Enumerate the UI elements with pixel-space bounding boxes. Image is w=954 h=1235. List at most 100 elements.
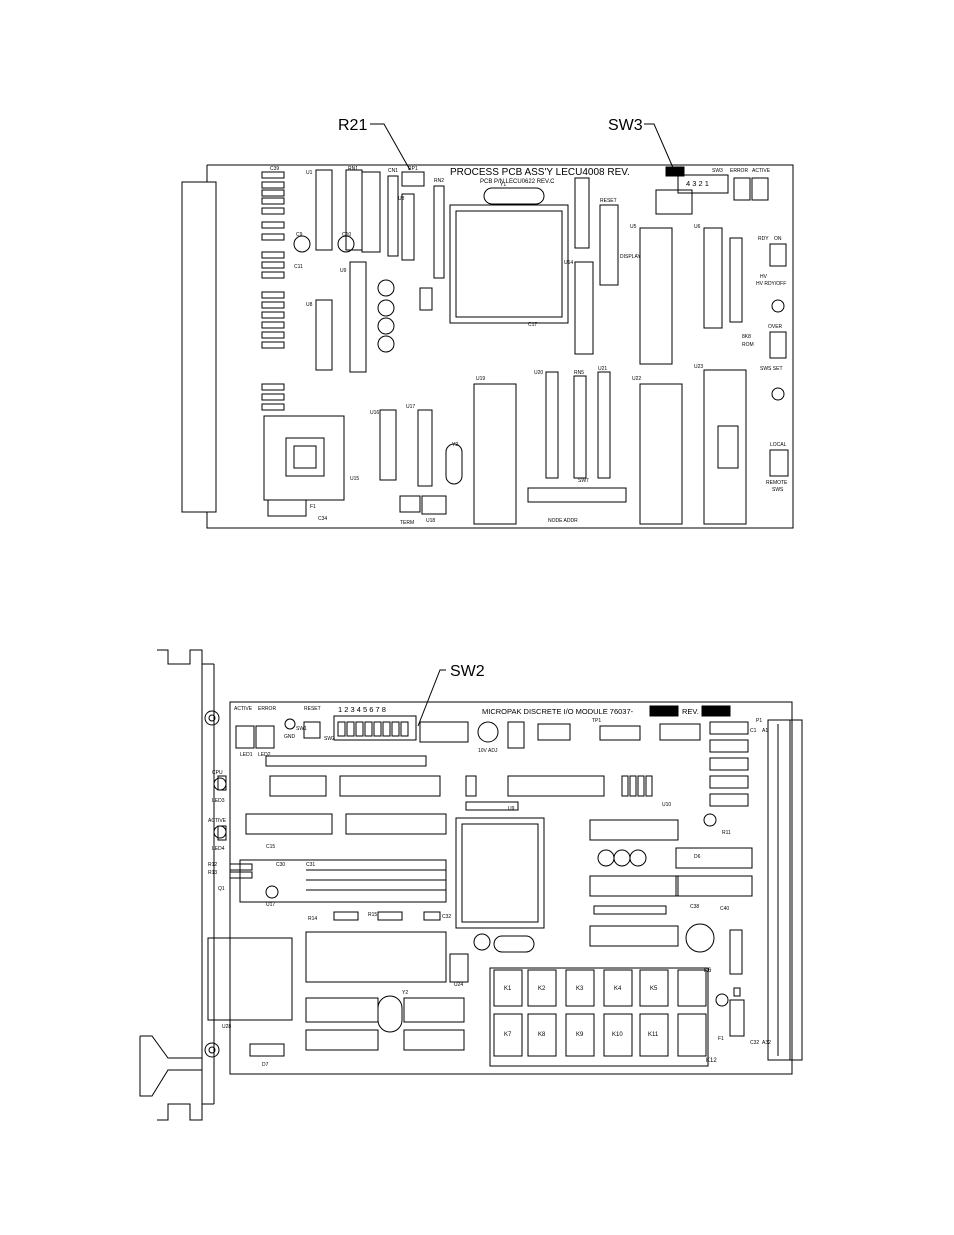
board1-chip-u8 <box>315 299 333 371</box>
board1-chip-u23 <box>703 369 747 525</box>
board2-fuse-f1 <box>729 999 745 1037</box>
board1-rdy-label: RDY <box>758 236 769 242</box>
board1-reset-label: RESET <box>600 198 617 204</box>
relay-k2 <box>527 969 557 1007</box>
board1-sw3-text: SW3 <box>712 168 723 174</box>
board2-c30-label: C30 <box>276 862 285 868</box>
board1-fuse-f1 <box>267 499 307 517</box>
board2-d6-label: D6 <box>694 854 701 860</box>
board1-rev-box <box>665 166 685 177</box>
board1-chip-u20 <box>545 371 559 479</box>
board1-title: PROCESS PCB ASS'Y LECU4008 REV. <box>450 167 630 178</box>
board1-y2-label: Y2 <box>452 442 458 448</box>
board1-rn2-label: RN2 <box>434 178 444 184</box>
board2-sw2-label: SW2 <box>324 736 335 742</box>
board2-tp1-label: TP1 <box>592 718 601 724</box>
board1-u15-label: U15 <box>350 476 359 482</box>
board2-active2-label: ACTIVE <box>208 818 227 824</box>
board2-c32-label: C32 <box>442 914 451 920</box>
board2-chip-u28 <box>207 937 293 1021</box>
board1-c10-label: C10 <box>342 232 351 238</box>
board2-r14-label: R14 <box>308 916 317 922</box>
board1-over-label: OVER <box>768 324 783 330</box>
board1-hv-rdy-off-label: HV RDY/OFF <box>756 281 786 287</box>
board1-chip-u21 <box>597 371 611 479</box>
board2-reset-label: RESET <box>304 706 321 712</box>
relay-k5-label: K5 <box>650 986 658 992</box>
board2-y2-label: Y2 <box>402 990 408 996</box>
board1-u8b-label: U8 <box>398 196 405 202</box>
board2-sw1-label: SW1 <box>296 726 307 732</box>
callout-sw3: SW3 <box>608 117 675 171</box>
board1-chip-u22 <box>639 383 683 525</box>
board2-gnd-label: GND <box>284 734 296 740</box>
board2-q1-label: Q1 <box>218 886 225 892</box>
board1-c39-label: C39 <box>270 166 279 172</box>
board1-u17-label: U17 <box>406 404 415 410</box>
board1-cap-c10 <box>337 235 355 253</box>
board2-c40-label: C40 <box>720 906 729 912</box>
board2-c38-label: C38 <box>690 904 699 910</box>
board2-u9-label: U9 <box>508 806 515 812</box>
board1-sw7-label: SW7 <box>578 478 589 484</box>
board2-active-label: ACTIVE <box>234 706 253 712</box>
board2-r15-label: R15 <box>368 912 377 918</box>
board2-r12-label: R12 <box>208 862 217 868</box>
board1-chip-u14 <box>574 261 594 355</box>
board2-u17-label: U17 <box>266 902 275 908</box>
board1-u16-label: U16 <box>370 410 379 416</box>
board1-local-label: LOCAL <box>770 442 787 448</box>
board2-led4-label: LED4 <box>212 846 225 852</box>
board2-a32-label: A32 <box>762 1040 771 1046</box>
board1-u19-label: U19 <box>476 376 485 382</box>
board1-rp1-label: RP1 <box>408 166 418 172</box>
board2-u24-label: U24 <box>454 982 463 988</box>
relay-k5 <box>639 969 669 1007</box>
relay-k9 <box>565 1013 595 1057</box>
board1-on-label: ON <box>774 236 782 242</box>
relay-k6 <box>677 969 707 1007</box>
board1-y1-label: Y1 <box>500 182 506 188</box>
board1-c34-label: C34 <box>318 516 327 522</box>
board2-c31-label: C31 <box>306 862 315 868</box>
board1-crystal-y1 <box>483 187 545 205</box>
relay-k7-label: K7 <box>504 1032 512 1038</box>
board1-chip-u1 <box>315 169 333 251</box>
relay-k9-label: K9 <box>576 1032 584 1038</box>
relay-k4 <box>603 969 633 1007</box>
board2-edge-connector <box>767 719 791 1061</box>
board1-rn1-label: RN1 <box>348 166 358 172</box>
board1-u5-label: U5 <box>630 224 637 230</box>
relay-k10 <box>603 1013 633 1057</box>
board2-f1-label: F1 <box>718 1036 724 1042</box>
board1-cpu-chip <box>449 204 569 324</box>
board2-u28-label: U28 <box>222 1024 231 1030</box>
board2-front-panel <box>157 649 203 1121</box>
board1-u14-label: U14 <box>564 260 573 266</box>
board2-led1-label: LED1 <box>240 752 253 758</box>
board1-active-label: ACTIVE <box>752 168 771 174</box>
board1-u23-label: U23 <box>694 364 703 370</box>
board2-adj-label: 10V ADJ <box>478 748 498 754</box>
board1-sws-label: SWS <box>772 487 784 493</box>
board1-resistor-column: C39 <box>261 166 285 411</box>
callout-sw2-label: SW2 <box>450 663 485 680</box>
board2-c1-label: C1 <box>750 728 757 734</box>
board1-remote-label: REMOTE <box>766 480 788 486</box>
board1-rom-label: ROM <box>742 342 754 348</box>
relay-k2-label: K2 <box>538 986 546 992</box>
callout-sw2: SW2 <box>417 663 485 727</box>
board2-u10-label: U10 <box>662 802 671 808</box>
board2-error-label: ERROR <box>258 706 276 712</box>
board1-outline <box>181 164 794 529</box>
board2-cpu-qfp <box>455 817 545 929</box>
board2-cpu-label: CPU <box>212 770 223 776</box>
board2-led2-label: LED2 <box>258 752 271 758</box>
board2-crystal-y2 <box>377 995 403 1033</box>
board1-node-addr-switch <box>527 487 627 503</box>
board2-cap-c40 <box>685 923 715 953</box>
board1-c11-label: C11 <box>294 264 303 270</box>
board1-u20-label: U20 <box>534 370 543 376</box>
board2-relay-block: K1 K2 K3 K4 K5 K6 K7 K8 K9 K10 K11 K12 <box>489 967 717 1067</box>
